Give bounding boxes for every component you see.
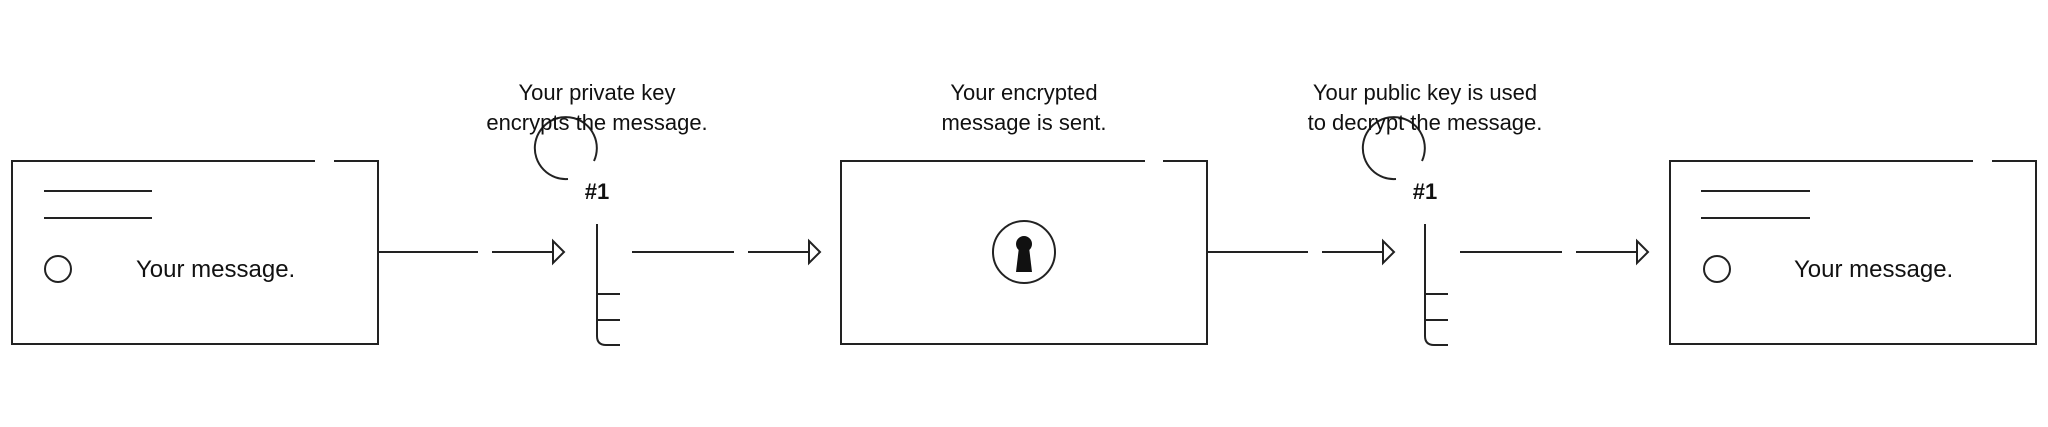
arrow-to-public-key [1207, 238, 1396, 266]
arrow-icon [552, 238, 566, 266]
private-key-label: #1 [584, 179, 610, 204]
source-message-card [11, 160, 379, 345]
public-key-caption: Your public key is used to decrypt the m… [1265, 78, 1585, 138]
circle-bullet-icon [44, 255, 72, 283]
encrypted-caption: Your encrypted message is sent. [864, 78, 1184, 138]
public-key-label: #1 [1412, 179, 1438, 204]
arrow-icon [808, 238, 822, 266]
private-key-caption-line2: encrypts the message. [486, 110, 708, 135]
private-key-caption: Your private key encrypts the message. [437, 78, 757, 138]
private-key-icon [533, 116, 620, 346]
arrow-to-encrypted-message [632, 238, 822, 266]
keyhole-icon [992, 220, 1056, 284]
public-key-caption-line1: Your public key is used [1312, 80, 1538, 105]
encrypted-caption-line1: Your encrypted [950, 80, 1098, 105]
private-key-caption-line1: Your private key [518, 80, 676, 105]
result-message-text: Your message. [1794, 256, 1954, 283]
encrypted-caption-line2: message is sent. [941, 110, 1107, 135]
source-message-text: Your message. [136, 256, 296, 283]
public-key-caption-line2: to decrypt the message. [1307, 110, 1543, 135]
arrow-to-decrypted-message [1460, 238, 1650, 266]
public-key-icon [1361, 116, 1448, 346]
circle-bullet-icon [1703, 255, 1731, 283]
result-message-card [1669, 160, 2037, 345]
arrow-icon [1382, 238, 1396, 266]
arrow-icon [1636, 238, 1650, 266]
arrow-to-private-key [378, 238, 566, 266]
encrypted-message-card [840, 160, 1208, 345]
